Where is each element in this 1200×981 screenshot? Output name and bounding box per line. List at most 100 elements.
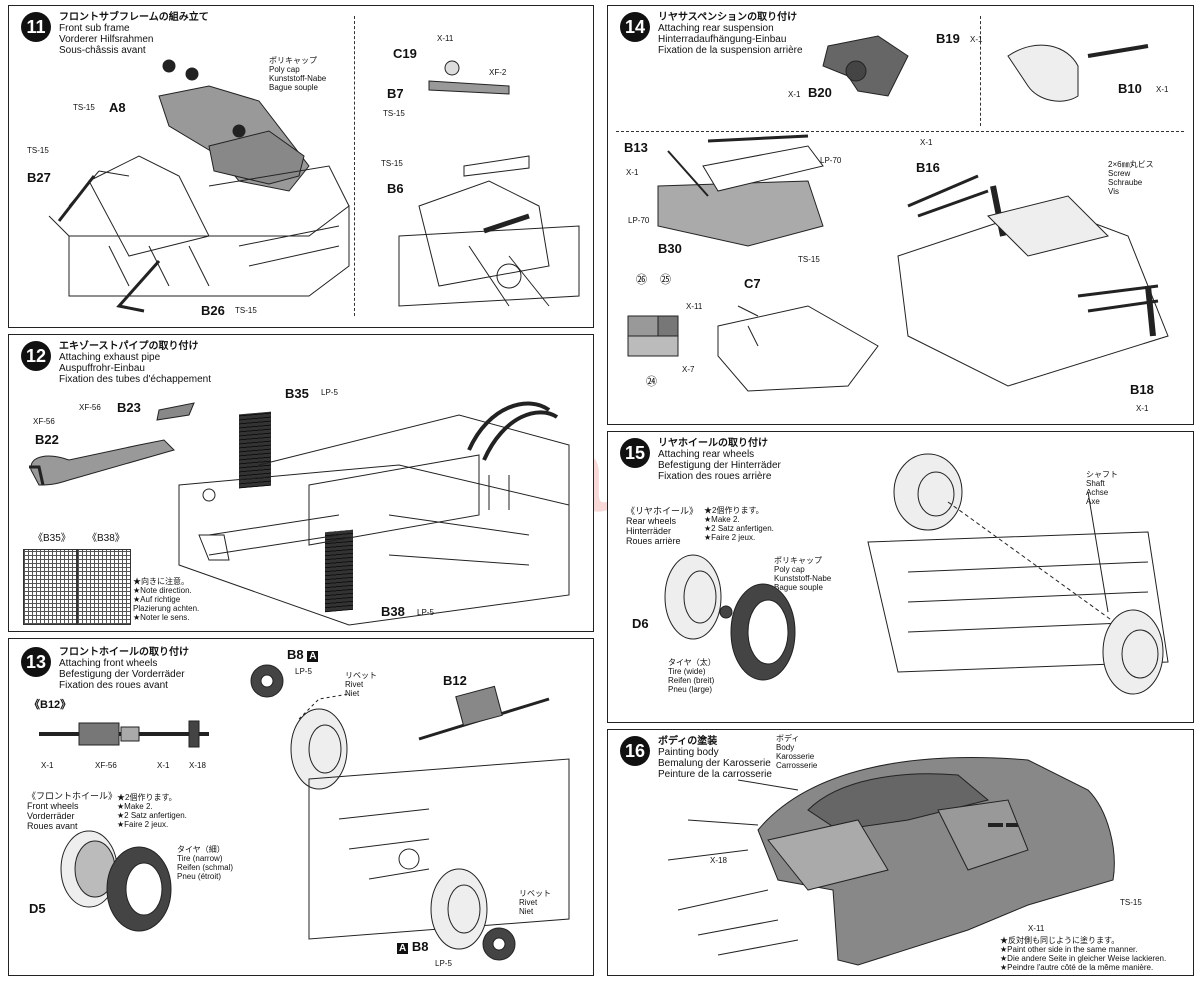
- tire-fr: Pneu (large): [668, 685, 713, 694]
- make-2-note: ★2個作ります。 ★Make 2. ★2 Satz anfertigen. ★F…: [117, 793, 187, 829]
- x1-label-b: X-1: [157, 761, 170, 770]
- step-15-title-en: Attaching rear wheels: [658, 449, 755, 460]
- part-b7: B7: [387, 86, 404, 101]
- part-b23: B23: [117, 400, 141, 415]
- tire-de: Reifen (breit): [668, 676, 715, 685]
- x1-label-a: X-1: [41, 761, 54, 770]
- body-painting-drawing: [667, 757, 1115, 966]
- shaft-fr: Axe: [1086, 497, 1100, 506]
- ref-24: ㉔: [646, 376, 657, 388]
- step-15-title-jp: リヤホイールの取り付け: [658, 438, 768, 449]
- step-12-title-fr: Fixation des tubes d'échappement: [59, 374, 212, 385]
- polycap-fr: Bague souple: [774, 583, 823, 592]
- b38-tag: 《B38》: [87, 533, 125, 544]
- screw-jp: 2×6㎜丸ビス: [1108, 160, 1154, 169]
- make-en: ★Make 2.: [117, 802, 153, 811]
- front-subframe-drawing: [48, 59, 580, 313]
- part-b18: B18: [1130, 382, 1154, 397]
- tire-en: Tire (narrow): [177, 854, 223, 863]
- step-14-title-fr: Fixation de la suspension arrière: [658, 45, 803, 56]
- ts15-label-b: TS-15: [27, 146, 49, 155]
- b35-grille-detail: [23, 549, 77, 625]
- make-2-note: ★2個作ります。 ★Make 2. ★2 Satz anfertigen. ★F…: [704, 506, 774, 542]
- x18-label: X-18: [189, 761, 206, 770]
- step-14-divider-v: [980, 16, 981, 126]
- polycap-de: Kunststoff-Nabe: [774, 574, 832, 583]
- x1-label-c: X-1: [1156, 85, 1169, 94]
- screw-label: 2×6㎜丸ビス Screw Schraube Vis: [1108, 160, 1154, 196]
- x11-label: X-11: [437, 34, 454, 43]
- x1-label-a: X-1: [970, 35, 983, 44]
- step-11-title-en: Front sub frame: [59, 23, 130, 34]
- polycap-de: Kunststoff-Nabe: [269, 74, 327, 83]
- part-d5: D5: [29, 901, 46, 916]
- ts15-label: TS-15: [798, 255, 820, 264]
- note-line-1: ★向きに注意。: [133, 577, 189, 586]
- step-14-title-de: Hinterradaufhängung-Einbau: [658, 34, 787, 45]
- polycap-jp: ポリキャップ: [269, 56, 317, 65]
- ts15-label-a: TS-15: [73, 103, 95, 112]
- part-b19: B19: [936, 31, 960, 46]
- rear-tire-label: タイヤ（太） Tire (wide) Reifen (breit) Pneu (…: [668, 658, 716, 694]
- step-16-title-fr: Peinture de la carrosserie: [658, 769, 772, 780]
- part-b27: B27: [27, 170, 51, 185]
- rear-wheel-drawing: [664, 453, 1169, 695]
- polycap-fr: Bague souple: [269, 83, 318, 92]
- step-14-title-en: Attaching rear suspension: [658, 23, 774, 34]
- ref-25: ㉕: [660, 274, 671, 286]
- front-wheels-label: 《フロントホイール》 Front wheels Vorderräder Roue…: [27, 791, 117, 831]
- ts15-label-e: TS-15: [381, 159, 403, 168]
- rear-wheels-fr: Roues arrière: [626, 536, 681, 546]
- tire-en: Tire (wide): [668, 667, 706, 676]
- part-b10: B10: [1118, 81, 1142, 96]
- ts15-label: TS-15: [1120, 898, 1142, 907]
- note-line-5: ★Noter le sens.: [133, 613, 190, 622]
- part-b35: B35: [285, 386, 309, 401]
- step-12-title-jp: エキゾーストパイプの取り付け: [59, 341, 199, 352]
- x1-label-b: X-1: [788, 90, 801, 99]
- step-15-title-de: Befestigung der Hinterräder: [658, 460, 781, 471]
- step-13-title-jp: フロントホイールの取り付け: [59, 647, 189, 658]
- ts15-label-d: TS-15: [383, 109, 405, 118]
- rivet-de-top: Niet: [345, 689, 360, 698]
- a-box-top: A: [307, 651, 319, 662]
- step-13-title-en: Attaching front wheels: [59, 658, 158, 669]
- body-jp: ボディ: [776, 734, 800, 743]
- step-14-panel: 14 リヤサスペンションの取り付け Attaching rear suspens…: [607, 5, 1194, 425]
- make-fr: ★Faire 2 jeux.: [704, 533, 756, 542]
- tire-jp: タイヤ（細）: [177, 845, 225, 854]
- step-15-title-fr: Fixation des roues arrière: [658, 471, 772, 482]
- rivet-label-top: リベット Rivet Niet: [345, 671, 377, 698]
- note-direction: ★向きに注意。 ★Note direction. ★Auf richtige P…: [133, 577, 199, 622]
- rivet-en-top: Rivet: [345, 680, 364, 689]
- step-11-number: 11: [21, 12, 51, 42]
- xf2-label: XF-2: [489, 68, 507, 77]
- part-b26: B26: [201, 303, 225, 318]
- make-de: ★2 Satz anfertigen.: [704, 524, 774, 533]
- paint-note-en: ★Paint other side in the same manner.: [1000, 945, 1138, 954]
- make-de: ★2 Satz anfertigen.: [117, 811, 187, 820]
- part-b6: B6: [387, 181, 404, 196]
- paint-note-jp: ★反対側も同じように塗ります。: [1000, 936, 1120, 945]
- step-13-number: 13: [21, 647, 51, 677]
- a-box-bottom: A: [397, 943, 409, 954]
- xf56-label-a: XF-56: [79, 403, 101, 412]
- front-tire-label: タイヤ（細） Tire (narrow) Reifen (schmal) Pne…: [177, 845, 233, 881]
- step-12-number: 12: [21, 341, 51, 371]
- step-15-panel: 15 リヤホイールの取り付け Attaching rear wheels Bef…: [607, 431, 1194, 723]
- step-14-number: 14: [620, 12, 650, 42]
- front-wheels-fr: Roues avant: [27, 821, 78, 831]
- shaft-label: シャフト Shaft Achse Axe: [1086, 470, 1118, 506]
- lp5-label-a: LP-5: [321, 388, 338, 397]
- screw-en: Screw: [1108, 169, 1131, 178]
- part-a8: A8: [109, 100, 126, 115]
- rivet-label-bottom: リベット Rivet Niet: [519, 889, 551, 916]
- step-15-title: リヤホイールの取り付け Attaching rear wheels Befest…: [658, 438, 781, 482]
- step-13-title: フロントホイールの取り付け Attaching front wheels Bef…: [59, 647, 189, 691]
- part-b22: B22: [35, 432, 59, 447]
- step-14-divider-h: [616, 131, 1184, 132]
- body-fr: Carrosserie: [776, 761, 818, 770]
- rivet-jp-bottom: リベット: [519, 889, 551, 898]
- part-c7: C7: [744, 276, 761, 291]
- rear-wheels-label: 《リヤホイール》 Rear wheels Hinterräder Roues a…: [626, 506, 698, 546]
